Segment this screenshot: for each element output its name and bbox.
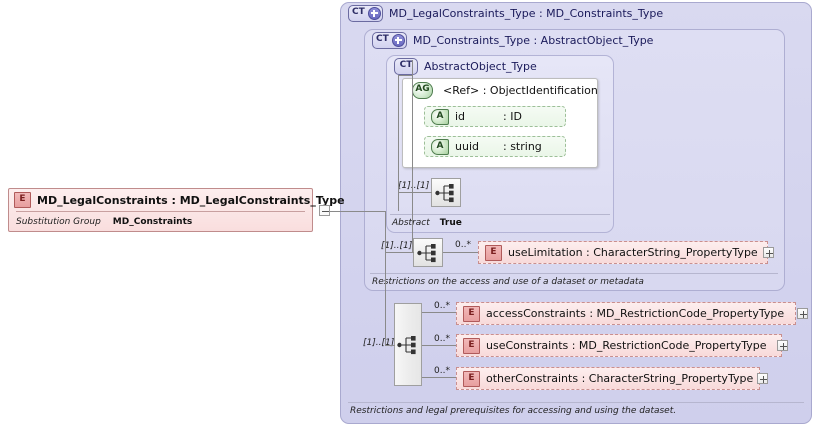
outer-type-annotation: Restrictions and legal prerequisites for… bbox=[350, 406, 677, 416]
connector-inner-branch bbox=[398, 192, 432, 193]
abstract-label: Abstract bbox=[392, 218, 430, 228]
connector-root-to-type bbox=[330, 211, 385, 212]
element-accessconstraints-label: accessConstraints : MD_RestrictionCode_P… bbox=[486, 307, 785, 320]
element-icon: E bbox=[463, 337, 480, 354]
complex-type-plus-icon[interactable]: CT bbox=[348, 5, 383, 22]
accessconstraints-occurrence: 0..* bbox=[434, 301, 450, 311]
attribute-type-id: : ID bbox=[503, 110, 522, 123]
sequence-icon bbox=[435, 183, 454, 202]
substitution-group-row: Substitution Group MD_Constraints bbox=[9, 212, 312, 231]
sequence-icon bbox=[397, 335, 416, 354]
attribute-type-uuid: : string bbox=[503, 140, 542, 153]
connector-useconstraints bbox=[422, 345, 458, 346]
attribute-name-id: id bbox=[455, 110, 466, 123]
element-uselimitation-label: useLimitation : CharacterString_Property… bbox=[508, 246, 758, 259]
sequence-icon bbox=[417, 243, 436, 262]
plus-icon[interactable] bbox=[392, 34, 405, 47]
attribute-group-header: AG <Ref> : ObjectIdentification bbox=[406, 81, 598, 99]
attribute-group-label: <Ref> : ObjectIdentification bbox=[443, 83, 598, 97]
element-otherconstraints-label: otherConstraints : CharacterString_Prope… bbox=[486, 372, 754, 385]
inner-type-header: CT AbstractObject_Type bbox=[394, 58, 537, 75]
abstract-divider bbox=[390, 214, 610, 215]
outer-type-label: MD_LegalConstraints_Type : MD_Constraint… bbox=[389, 7, 664, 20]
middle-annotation-divider bbox=[370, 273, 778, 274]
element-useconstraints-label: useConstraints : MD_RestrictionCode_Prop… bbox=[486, 339, 767, 352]
uselimitation-occurrence: 0..* bbox=[455, 240, 471, 250]
connector-riser-outer bbox=[385, 211, 386, 345]
element-icon: E bbox=[14, 192, 31, 208]
abstract-info: Abstract True bbox=[392, 218, 462, 228]
accessconstraints-expand-icon[interactable] bbox=[797, 308, 808, 319]
connector-riser-middle bbox=[398, 75, 399, 211]
element-icon: E bbox=[463, 305, 480, 322]
attribute-icon: A bbox=[431, 138, 449, 155]
otherconstraints-occurrence: 0..* bbox=[434, 366, 450, 376]
element-accessconstraints[interactable]: E accessConstraints : MD_RestrictionCode… bbox=[456, 302, 796, 325]
complex-type-plus-icon[interactable]: CT bbox=[372, 32, 407, 49]
substitution-group-label: Substitution Group bbox=[16, 216, 101, 227]
substitution-group-value: MD_Constraints bbox=[112, 216, 193, 227]
element-otherconstraints[interactable]: E otherConstraints : CharacterString_Pro… bbox=[456, 367, 760, 390]
inner-type-label: AbstractObject_Type bbox=[424, 60, 537, 73]
root-element-box[interactable]: E MD_LegalConstraints : MD_LegalConstrai… bbox=[8, 188, 345, 232]
connector-uselimitation bbox=[443, 252, 481, 253]
middle-type-header: CT MD_Constraints_Type : AbstractObject_… bbox=[372, 32, 653, 49]
middle-sequence-occurrence: [1]..[1] bbox=[381, 241, 413, 251]
plus-icon[interactable] bbox=[368, 7, 381, 20]
inner-sequence-icon[interactable] bbox=[431, 178, 461, 207]
element-useconstraints[interactable]: E useConstraints : MD_RestrictionCode_Pr… bbox=[456, 334, 782, 357]
middle-type-annotation: Restrictions on the access and use of a … bbox=[372, 277, 644, 287]
element-uselimitation[interactable]: E useLimitation : CharacterString_Proper… bbox=[478, 241, 768, 264]
inner-sequence-occurrence: [1]..[1] bbox=[398, 181, 430, 191]
middle-sequence-icon[interactable] bbox=[413, 238, 443, 267]
attribute-group-icon: AG bbox=[412, 81, 433, 99]
element-icon: E bbox=[463, 370, 480, 387]
outer-sequence-occurrence: [1]..[1] bbox=[363, 338, 395, 348]
attribute-row-uuid[interactable]: A uuid : string bbox=[424, 136, 566, 157]
root-element-label: MD_LegalConstraints : MD_LegalConstraint… bbox=[37, 193, 345, 207]
root-collapse-icon[interactable] bbox=[319, 205, 330, 216]
outer-sequence-icon[interactable] bbox=[394, 303, 422, 386]
outer-annotation-divider bbox=[348, 402, 804, 403]
outer-type-header: CT MD_LegalConstraints_Type : MD_Constra… bbox=[348, 5, 663, 22]
complex-type-icon: CT bbox=[394, 58, 418, 75]
connector-outer-branch bbox=[385, 345, 395, 346]
otherconstraints-expand-icon[interactable] bbox=[757, 373, 768, 384]
root-element-header: E MD_LegalConstraints : MD_LegalConstrai… bbox=[9, 189, 345, 211]
useconstraints-expand-icon[interactable] bbox=[777, 340, 788, 351]
element-icon: E bbox=[485, 244, 502, 261]
uselimitation-expand-icon[interactable] bbox=[763, 247, 774, 258]
connector-otherconstraints bbox=[422, 377, 458, 378]
useconstraints-occurrence: 0..* bbox=[434, 334, 450, 344]
middle-type-label: MD_Constraints_Type : AbstractObject_Typ… bbox=[413, 34, 654, 47]
root-element-divider bbox=[16, 211, 305, 212]
attribute-icon: A bbox=[431, 108, 449, 125]
abstract-value: True bbox=[439, 218, 462, 228]
attribute-name-uuid: uuid bbox=[455, 140, 479, 153]
connector-attrgroup-top bbox=[398, 75, 412, 76]
connector-riser-inner bbox=[412, 60, 413, 252]
connector-middle-branch bbox=[385, 252, 414, 253]
attribute-row-id[interactable]: A id : ID bbox=[424, 106, 566, 127]
connector-accessconstraints bbox=[422, 312, 458, 313]
